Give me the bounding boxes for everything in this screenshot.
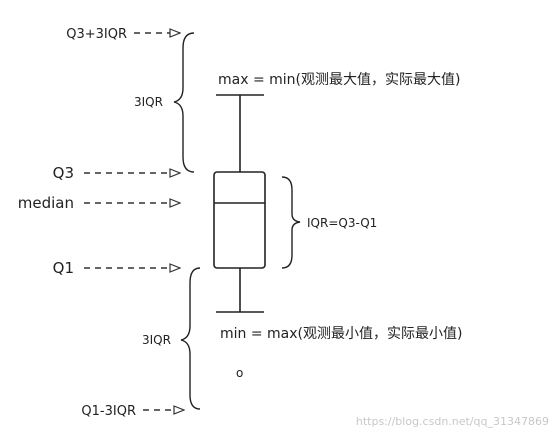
median-label: median <box>18 194 74 212</box>
q1-label: Q1 <box>53 259 74 277</box>
lower-3iqr-label: 3IQR <box>142 333 171 347</box>
lower-3iqr-brace <box>180 267 201 410</box>
q3-label: Q3 <box>53 164 74 182</box>
max-note: max = min(观测最大值，实际最大值) <box>218 72 460 88</box>
iqr-brace <box>281 176 301 269</box>
iqr-box <box>213 171 266 269</box>
q3-3iqr-label: Q3+3IQR <box>66 27 127 42</box>
upper-3iqr-label: 3IQR <box>134 95 163 109</box>
q1-3iqr-label: Q1-3IQR <box>81 404 136 419</box>
upper-3iqr-brace <box>173 32 195 173</box>
iqr-label: IQR=Q3-Q1 <box>307 216 377 230</box>
outlier-mark: o <box>236 366 243 380</box>
watermark-text: https://blog.csdn.net/qq_31347869 <box>356 415 549 428</box>
min-note: min = max(观测最小值，实际最小值) <box>220 326 462 342</box>
